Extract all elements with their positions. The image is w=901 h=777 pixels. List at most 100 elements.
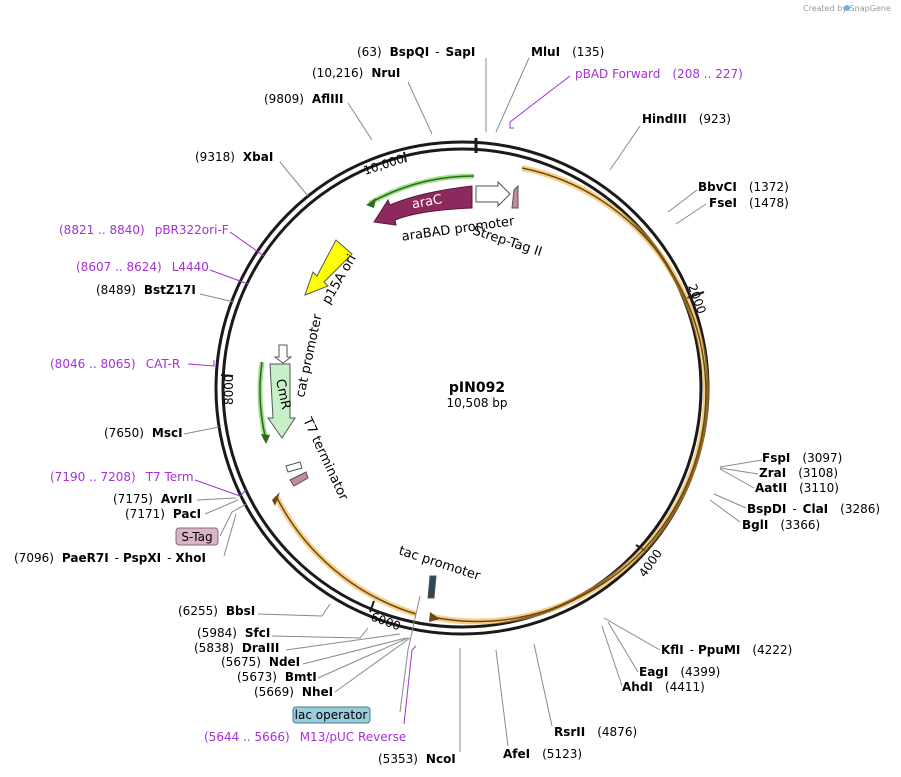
leader-rsrii — [533, 643, 553, 727]
orf-arcs — [272, 165, 709, 625]
site-paer7i-sep: - — [115, 551, 119, 565]
primer-t7-term[interactable]: (7190 .. 7208)T7 Term — [50, 470, 194, 484]
site-sfci-name: SfcI — [245, 626, 270, 640]
plasmid-name: pIN092 — [449, 380, 505, 396]
site-eagi[interactable]: EagI (4399) — [639, 665, 720, 679]
primer-m13-puc-reverse[interactable]: (5644 .. 5666)M13/pUC Reverse — [204, 730, 406, 744]
orf-arc-left-arrowhead — [272, 492, 280, 506]
cat-promoter-label: cat promoter — [293, 312, 325, 399]
site-bmti[interactable]: (5673)BmtI — [237, 670, 317, 684]
site-bspqi-sapi[interactable]: (63)BspQI-SapI — [357, 45, 475, 59]
site-bspqi-num: (63) — [357, 45, 382, 59]
site-pspxi-sep: - — [167, 551, 171, 565]
site-bbsi-num: (6255) — [178, 604, 218, 618]
site-paci[interactable]: (7171)PacI — [125, 507, 201, 521]
enzyme-leader-lines — [183, 57, 763, 752]
site-hindiii-name: HindIII — [642, 112, 687, 126]
primer-pbad-forward[interactable]: pBAD Forward(208 .. 227) — [575, 67, 743, 81]
site-afliii-name: AflIII — [312, 92, 344, 106]
primer-cat-r-range: (8046 .. 8065) — [50, 357, 136, 371]
site-ppumi-name: PpuMI — [698, 643, 740, 657]
leader-msci — [183, 426, 220, 435]
site-ncoi-name: NcoI — [426, 752, 456, 766]
site-nrui-num: (10,216) — [312, 66, 363, 80]
site-ndei-num: (5675) — [221, 655, 261, 669]
leader-m13-puc-reverse — [403, 645, 417, 725]
arabad-promoter-feature[interactable] — [475, 180, 511, 208]
site-ncoi[interactable]: (5353)NcoI — [378, 752, 456, 766]
site-kfli-ppumi[interactable]: KflI-PpuMI(4222) — [661, 643, 792, 657]
site-eagi-name: EagI — [639, 665, 668, 679]
site-paci-num: (7171) — [125, 507, 165, 521]
plasmid-length: 10,508 bp — [446, 396, 507, 410]
site-ndei[interactable]: (5675)NdeI — [221, 655, 300, 669]
cmr-arc-arrowhead — [261, 434, 270, 444]
strep-tag-feature[interactable] — [511, 184, 519, 209]
snapgene-watermark: Created by SnapGene — [803, 4, 891, 13]
site-fsei[interactable]: FseI(1478) — [709, 196, 789, 210]
primer-cat-r[interactable]: (8046 .. 8065)CAT-R — [50, 357, 180, 371]
site-bstz17i[interactable]: (8489)BstZ17I — [96, 283, 196, 297]
site-draiii[interactable]: (5838)DraIII — [194, 641, 279, 655]
site-zrai[interactable]: ZraI(3108) — [759, 466, 838, 480]
stag-box[interactable]: S-Tag — [175, 527, 219, 546]
p15a-ori-feature[interactable] — [304, 239, 353, 296]
ruler-tick-6000 — [369, 600, 375, 613]
leader-nrui — [407, 81, 433, 135]
site-sfci[interactable]: (5984)SfcI — [197, 626, 270, 640]
primer-l4440[interactable]: (8607 .. 8624)L4440 — [76, 260, 209, 274]
stag-label: S-Tag — [181, 530, 212, 544]
site-rsrii[interactable]: RsrII(4876) — [554, 725, 637, 739]
primer-labels: pBAD Forward(208 .. 227) (8821 .. 8840)p… — [50, 67, 743, 744]
site-afei[interactable]: AfeI(5123) — [503, 747, 582, 761]
site-eagi-num: (4399) — [680, 665, 720, 679]
orf-arc-right — [431, 167, 707, 623]
site-bgli-num: (3366) — [780, 518, 820, 532]
site-bbvci[interactable]: BbvCI(1372) — [698, 180, 789, 194]
leader-lac-operator — [399, 595, 421, 713]
site-bbvci-num: (1372) — [749, 180, 789, 194]
arac-label: araC — [411, 192, 444, 212]
site-fspi[interactable]: FspI(3097) — [762, 451, 842, 465]
site-bspdi-clai[interactable]: BspDI-ClaI(3286) — [747, 502, 880, 516]
site-bmti-num: (5673) — [237, 670, 277, 684]
site-mlui[interactable]: MluI(135) — [531, 45, 604, 59]
site-aatii[interactable]: AatII(3110) — [755, 481, 839, 495]
leader-stag — [219, 503, 247, 537]
primer-pbr322ori-f[interactable]: (8821 .. 8840)pBR322ori-F — [59, 223, 229, 237]
arac-feature[interactable] — [373, 185, 473, 226]
site-paer7i-pspxi-xhoi[interactable]: (7096)PaeR7I-PspXI-XhoI — [14, 551, 206, 565]
site-hindiii[interactable]: HindIII(923) — [642, 112, 731, 126]
plasmid-title: pIN092 10,508 bp — [446, 380, 507, 410]
leader-bgli — [709, 499, 741, 523]
site-bbsi[interactable]: (6255)BbsI — [178, 604, 255, 618]
site-zrai-num: (3108) — [798, 466, 838, 480]
site-aatii-num: (3110) — [799, 481, 839, 495]
site-mlui-name: MluI — [531, 45, 560, 59]
lac-operator-box[interactable]: lac operator — [292, 706, 371, 724]
site-msci[interactable]: (7650)MscI — [104, 426, 183, 440]
site-bgli[interactable]: BglI(3366) — [742, 518, 820, 532]
t7-terminator-feature[interactable] — [285, 461, 303, 473]
cmr-feature[interactable] — [267, 363, 296, 439]
leader-cat-r — [187, 360, 215, 367]
site-avrii[interactable]: (7175)AvrII — [113, 492, 192, 506]
cat-promoter-feature[interactable] — [273, 344, 293, 364]
leader-sfci — [271, 627, 369, 639]
site-nrui[interactable]: (10,216)NruI — [312, 66, 400, 80]
site-nhei[interactable]: (5669)NheI — [254, 685, 333, 699]
site-fspi-num: (3097) — [802, 451, 842, 465]
leader-bbsi — [257, 603, 331, 617]
site-afliii-num: (9809) — [264, 92, 304, 106]
orf-arc-left — [275, 495, 417, 615]
site-avrii-num: (7175) — [113, 492, 153, 506]
site-xbai[interactable]: (9318)XbaI — [195, 150, 273, 164]
leader-xhoi — [223, 513, 237, 557]
site-paer7i-name: PaeR7I — [62, 551, 109, 565]
site-ahdi[interactable]: AhdI(4411) — [622, 680, 705, 694]
site-afei-name: AfeI — [503, 747, 530, 761]
lac-operator-rect — [292, 706, 371, 724]
site-afliii[interactable]: (9809) AflIII — [264, 92, 343, 106]
t7-term-small-feature[interactable] — [289, 471, 309, 487]
tac-promoter-feature[interactable] — [427, 575, 437, 599]
